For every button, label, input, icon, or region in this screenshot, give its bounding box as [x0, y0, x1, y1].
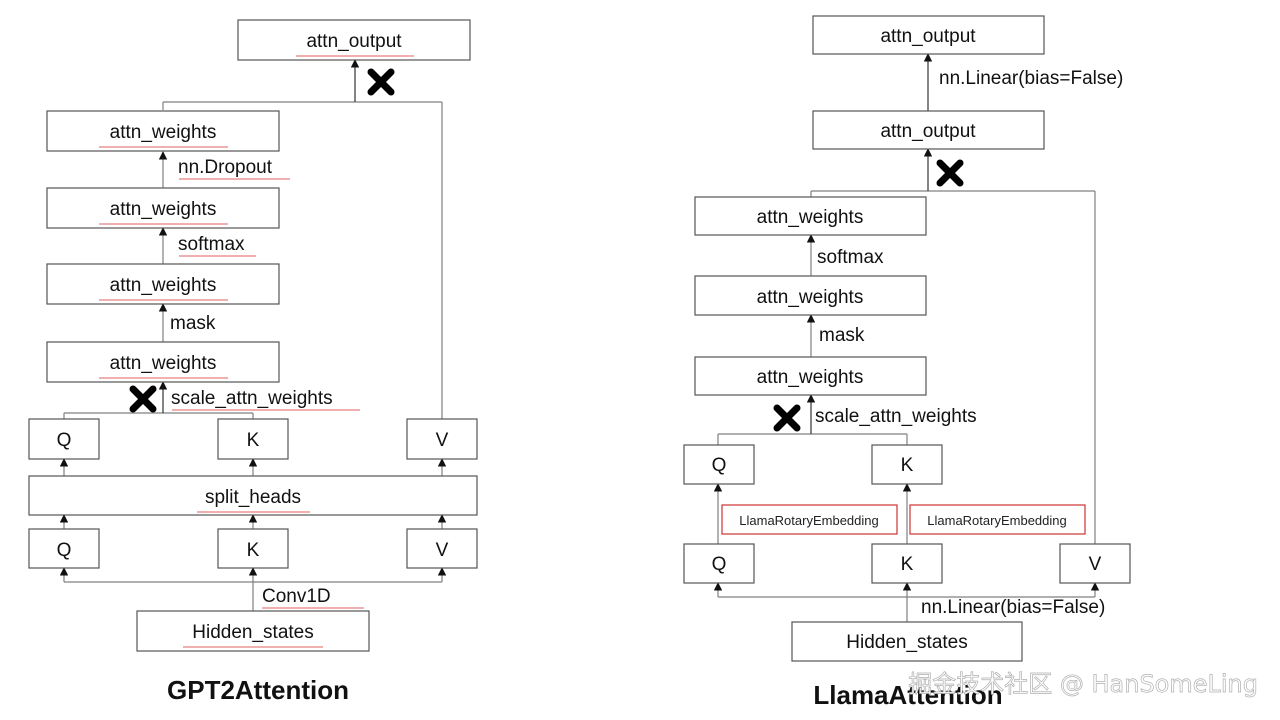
llama-q-label-top: Q	[712, 455, 727, 476]
llama-softmax-label: softmax	[817, 247, 884, 268]
gpt2-title: GPT2Attention	[167, 675, 349, 705]
gpt2-k-box-top	[217, 418, 289, 460]
gpt2-hidden-states-label: Hidden_states	[192, 622, 313, 643]
llama-attn-weights-box-2	[694, 275, 927, 316]
llama-attn-weights-label-1: attn_weights	[757, 367, 864, 388]
llama-linear-out-label: nn.Linear(bias=False)	[939, 68, 1123, 89]
gpt2-scale-label: scale_attn_weights	[171, 388, 333, 409]
llama-rotary-label-k: LlamaRotaryEmbedding	[927, 513, 1066, 528]
llama-attn-output-box	[812, 110, 1045, 150]
llama-attn-weights-box-3	[694, 196, 927, 236]
llama-linear-in-label: nn.Linear(bias=False)	[921, 597, 1105, 618]
gpt2-k-label-top: K	[247, 430, 260, 451]
llama-rotary-box-q	[721, 504, 898, 535]
gpt2-mask-label: mask	[170, 313, 216, 334]
llama-scale-label: scale_attn_weights	[815, 406, 977, 427]
gpt2-q-box-top	[28, 418, 100, 460]
gpt2-attn-weights-box-1	[46, 341, 280, 383]
llama-diagram: attn_output attn_output attn_weights att…	[683, 15, 1131, 710]
llama-rotary-box-k	[909, 504, 1086, 535]
llama-attn-output-label: attn_output	[880, 121, 976, 142]
llama-k-box-top	[871, 444, 943, 485]
gpt2-attn-weights-box-2	[46, 263, 280, 305]
gpt2-split-heads-label: split_heads	[205, 487, 301, 508]
llama-rotary-label-q: LlamaRotaryEmbedding	[739, 513, 878, 528]
llama-multiply-x-icon-top	[936, 159, 964, 187]
gpt2-dropout-label: nn.Dropout	[178, 157, 273, 178]
gpt2-hidden-states-box	[136, 610, 370, 652]
gpt2-attn-weights-label-4: attn_weights	[110, 122, 217, 143]
llama-attn-weights-label-2: attn_weights	[757, 287, 864, 308]
llama-k-box-bottom	[871, 543, 943, 584]
gpt2-softmax-label: softmax	[178, 234, 245, 255]
llama-hidden-states-box	[791, 621, 1023, 662]
gpt2-attn-weights-label-3: attn_weights	[110, 199, 217, 220]
llama-mask-label: mask	[819, 325, 865, 346]
llama-q-box-bottom	[683, 543, 755, 584]
gpt2-attn-output-box	[237, 19, 471, 61]
llama-multiply-x-icon-bottom	[773, 404, 801, 432]
llama-attn-weights-box-1	[694, 356, 927, 396]
llama-k-label-bottom: K	[901, 554, 914, 575]
llama-q-box-top	[683, 444, 755, 485]
llama-k-label-top: K	[901, 455, 914, 476]
gpt2-q-box-bottom	[28, 528, 100, 569]
gpt2-diagram: attn_output attn_weights attn_weights at…	[28, 19, 478, 705]
llama-attn-weights-label-3: attn_weights	[757, 207, 864, 228]
gpt2-split-heads-box	[28, 475, 478, 516]
gpt2-k-box-bottom	[217, 528, 289, 569]
gpt2-attn-weights-box-4	[46, 110, 280, 152]
llama-attn-output-box-final	[812, 15, 1045, 55]
gpt2-attn-weights-label-1: attn_weights	[110, 353, 217, 374]
gpt2-attn-weights-box-3	[46, 187, 280, 229]
gpt2-multiply-x-icon-top	[367, 68, 395, 96]
gpt2-q-label-bottom: Q	[57, 540, 72, 561]
gpt2-v-box-bottom	[406, 528, 478, 569]
llama-hidden-states-label: Hidden_states	[846, 632, 967, 653]
gpt2-attn-output-label: attn_output	[306, 31, 402, 52]
llama-title: LlamaAttention	[813, 680, 1002, 710]
llama-v-box	[1059, 543, 1131, 584]
gpt2-q-label-top: Q	[57, 430, 72, 451]
watermark-text: 掘金技术社区 @ HanSomeLing	[908, 670, 1258, 698]
gpt2-k-label-bottom: K	[247, 540, 260, 561]
gpt2-v-box-top	[406, 418, 478, 460]
gpt2-multiply-x-icon-bottom	[129, 385, 157, 413]
llama-v-label: V	[1089, 554, 1102, 575]
gpt2-v-label-top: V	[436, 430, 449, 451]
gpt2-spellcheck-underlines	[99, 55, 414, 648]
gpt2-connectors	[59, 59, 447, 611]
llama-q-label-bottom: Q	[712, 554, 727, 575]
llama-connectors	[713, 53, 1100, 622]
gpt2-conv1d-label: Conv1D	[262, 586, 331, 607]
llama-attn-output-label-final: attn_output	[880, 26, 976, 47]
gpt2-attn-weights-label-2: attn_weights	[110, 275, 217, 296]
gpt2-v-label-bottom: V	[436, 540, 449, 561]
